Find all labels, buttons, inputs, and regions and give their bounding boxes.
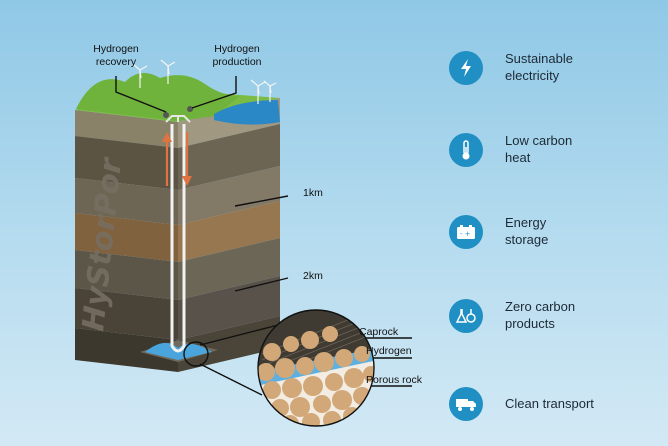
well-bore bbox=[170, 124, 186, 353]
svg-text:- +: - + bbox=[460, 230, 471, 238]
wind-turbines bbox=[132, 59, 277, 104]
benefit-energy-storage: - + Energy storage bbox=[449, 212, 659, 252]
grass-hills bbox=[76, 72, 240, 121]
lab-flask-icon bbox=[449, 299, 483, 333]
label-hydrogen: Hydrogen bbox=[366, 345, 412, 357]
benefit-clean-transport: Clean transport bbox=[449, 384, 659, 424]
label-hydrogen-production: Hydrogen production bbox=[212, 43, 262, 69]
benefit-label: Zero carbon products bbox=[505, 299, 576, 331]
label-depth-1km: 1km bbox=[303, 187, 323, 199]
recovery-point bbox=[163, 112, 169, 118]
benefit-low-carbon-heat: Low carbon heat bbox=[449, 130, 659, 170]
label-porous-rock: Porous rock bbox=[366, 374, 423, 386]
lightning-icon bbox=[449, 51, 483, 85]
lake bbox=[214, 100, 280, 125]
thermometer-icon bbox=[449, 133, 483, 167]
benefit-label: Sustainable electricity bbox=[505, 51, 573, 83]
label-depth-2km: 2km bbox=[303, 270, 323, 282]
right-face-strata bbox=[178, 98, 280, 372]
battery-icon: - + bbox=[449, 215, 483, 249]
magnifier-circle bbox=[257, 309, 375, 427]
label-caprock: Caprock bbox=[359, 326, 399, 338]
left-face-strata bbox=[75, 110, 178, 372]
benefit-zero-carbon-products: Zero carbon products bbox=[449, 296, 659, 336]
truck-icon bbox=[449, 387, 483, 421]
benefit-label: Energy storage bbox=[505, 215, 549, 247]
benefit-label: Clean transport bbox=[505, 395, 594, 411]
magnifier-origin bbox=[183, 341, 209, 367]
benefit-sustainable-electricity: Sustainable electricity bbox=[449, 48, 659, 88]
benefit-label: Low carbon heat bbox=[505, 133, 573, 165]
flow-arrows bbox=[162, 132, 192, 186]
production-point bbox=[187, 106, 193, 112]
label-hydrogen-recovery: Hydrogen recovery bbox=[93, 43, 139, 69]
wellhead bbox=[165, 115, 191, 123]
